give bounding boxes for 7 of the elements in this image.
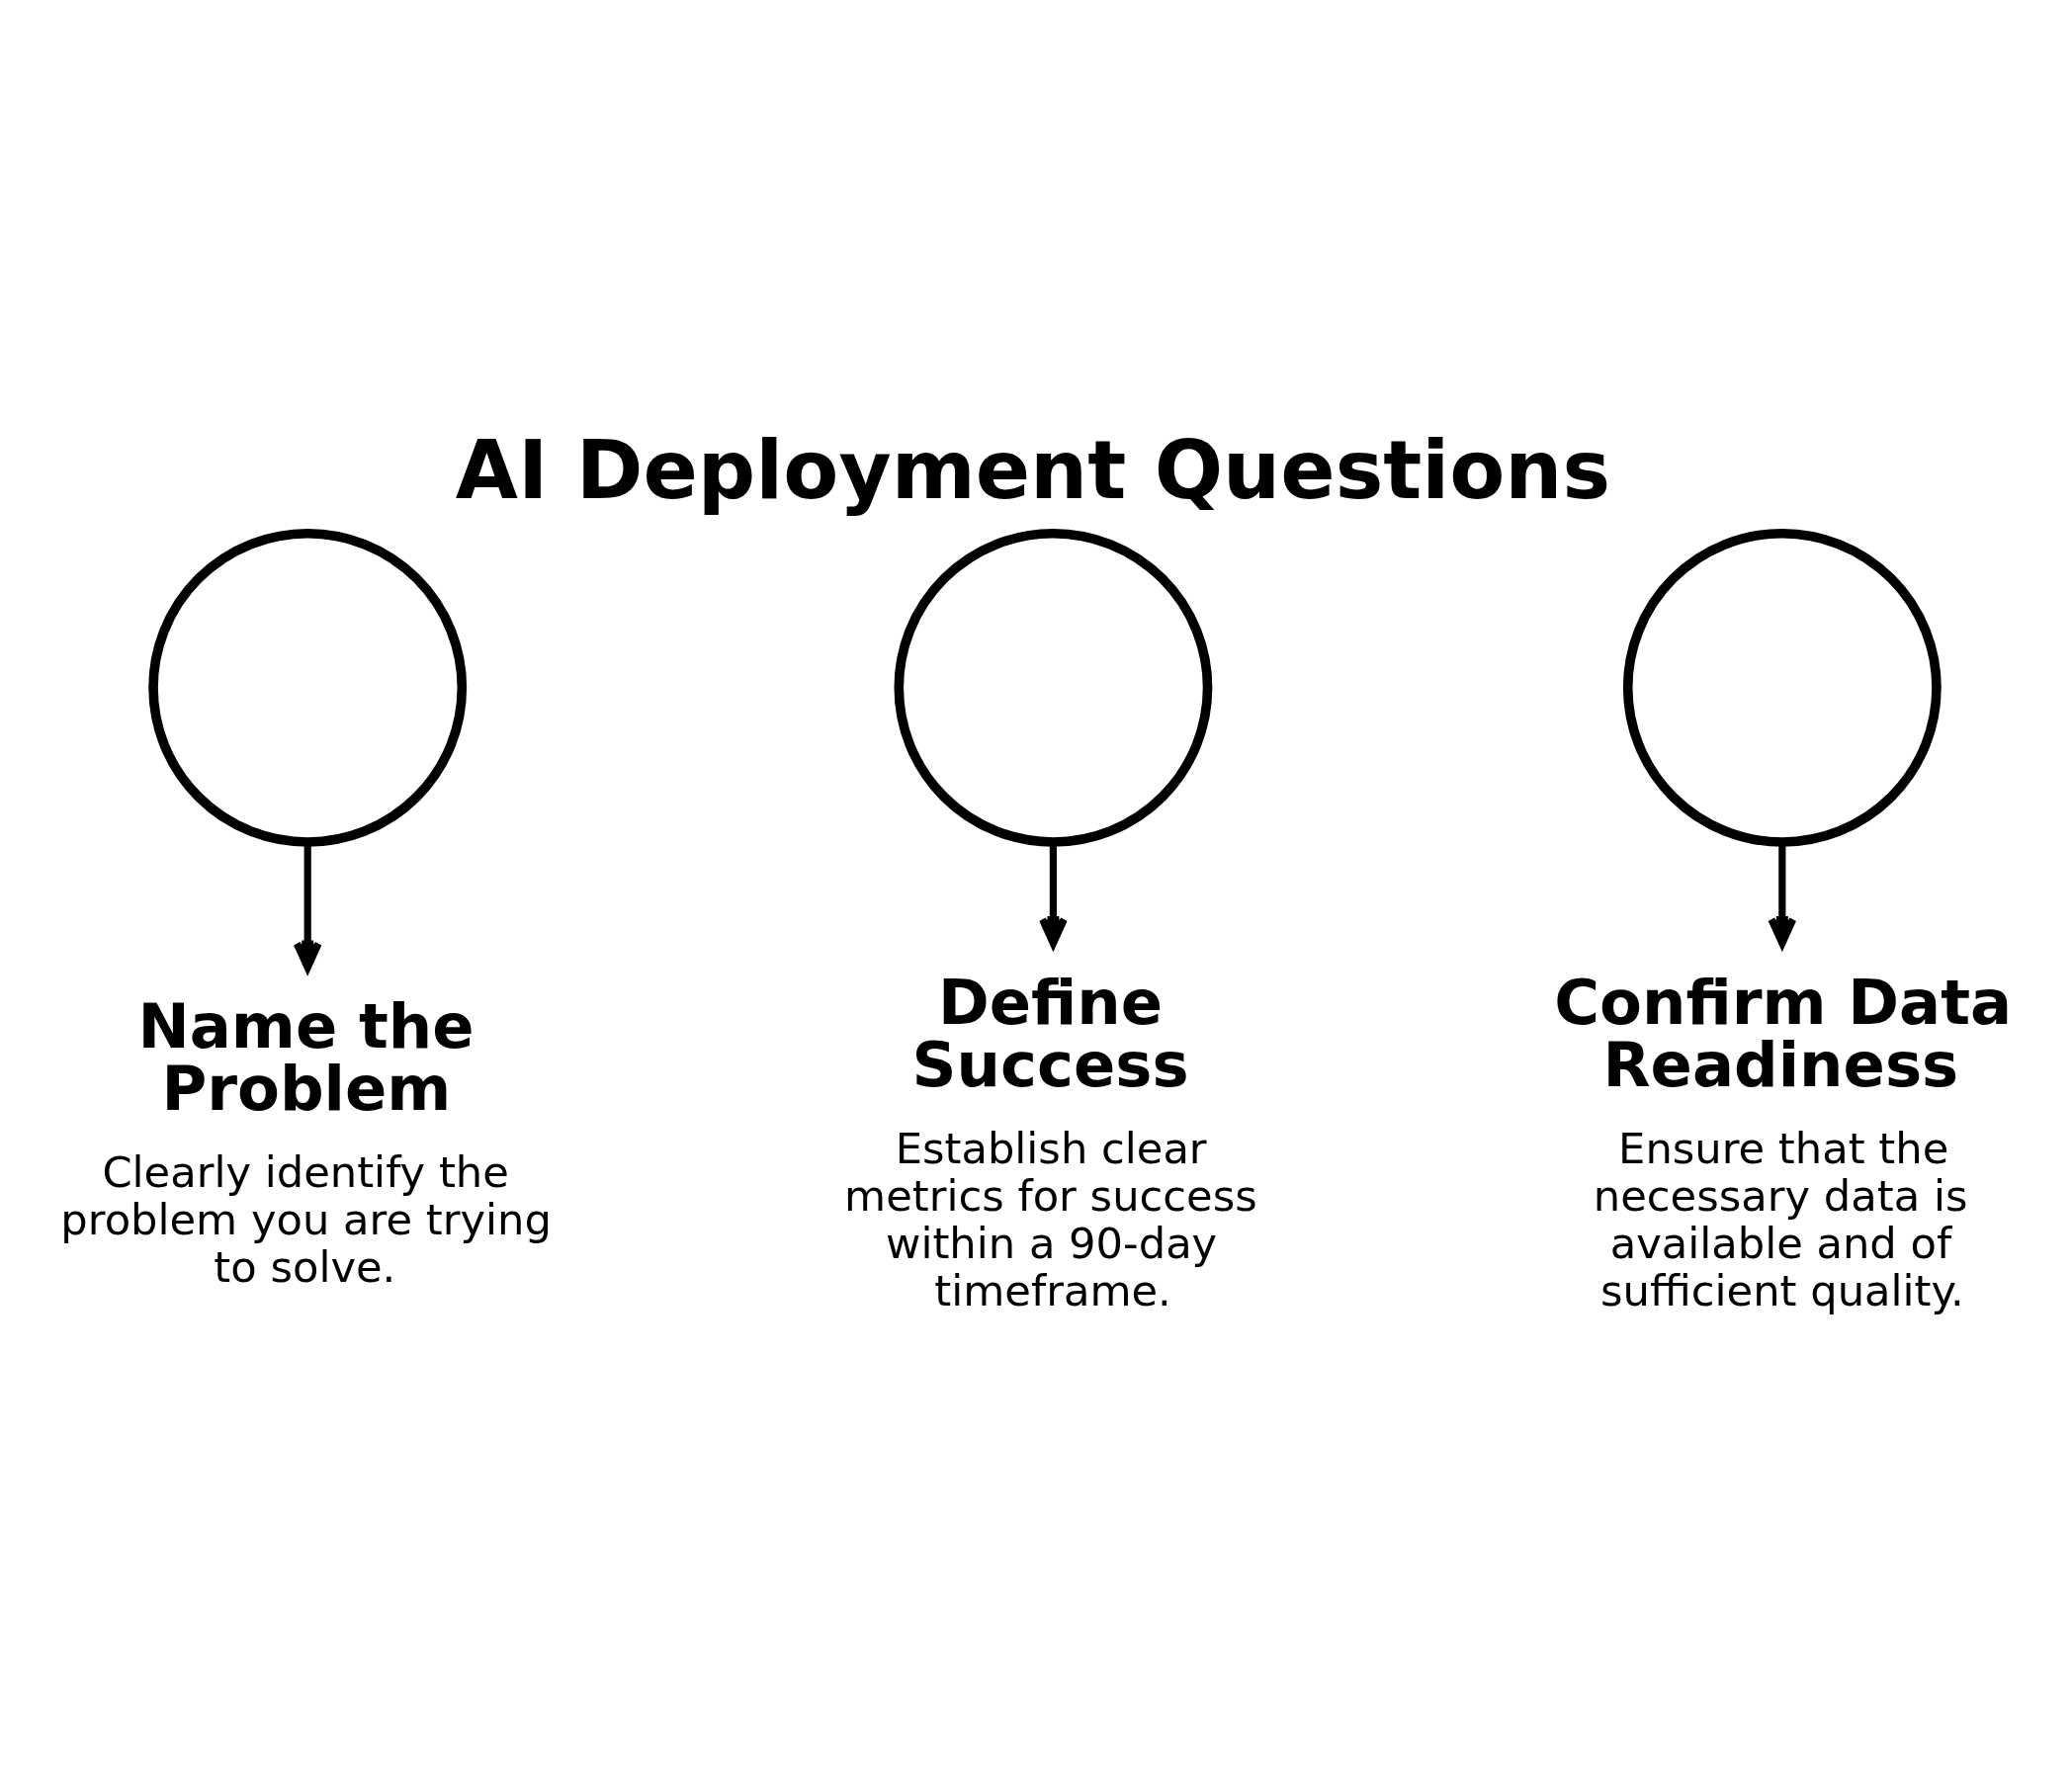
node-text: Confirm Data Readiness Ensure that the necessary data is available and of sufficient quality.: [1554, 967, 2013, 1316]
node-circle: [1622, 528, 1942, 847]
diagram-title: AI Deployment Questions: [455, 423, 1611, 518]
node-text: Name the Problem Clearly identify the problem you are trying to solve.: [60, 990, 552, 1293]
node-circle: [148, 528, 468, 847]
node-text: Define Success Establish clear metrics for success within a 90-day timeframe.: [844, 967, 1257, 1316]
node-circle: [894, 528, 1213, 847]
